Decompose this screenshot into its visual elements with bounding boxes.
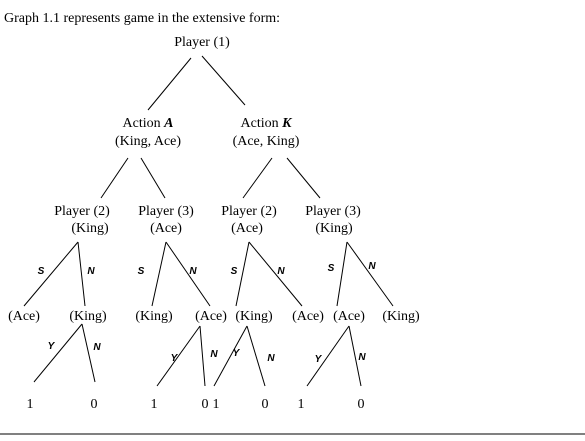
branch-label-n-1: N xyxy=(87,266,95,277)
branch-label-s-1: S xyxy=(38,266,45,277)
edge-action-k-to-player-3 xyxy=(286,157,321,199)
edge-king3-y xyxy=(213,325,248,387)
terminal-node-king-4: (King) xyxy=(382,309,420,324)
edge-root-to-action-a xyxy=(147,57,192,111)
player-3-card-k: (King) xyxy=(315,221,353,236)
action-a-label: Action A xyxy=(123,116,174,131)
payoff-2: 0 xyxy=(91,397,98,412)
payoff-6: 0 xyxy=(262,397,269,412)
player-2-node-a: Player (2) xyxy=(54,204,110,219)
branch-label-n-8: N xyxy=(358,352,366,363)
branch-label-n-5: N xyxy=(93,342,101,353)
decision-node-king-3: (King) xyxy=(235,309,273,324)
edge-ace4-n xyxy=(348,325,362,387)
action-a-letter: A xyxy=(163,116,173,131)
player-2-node-k: Player (2) xyxy=(221,204,277,219)
payoff-5: 1 xyxy=(213,397,220,412)
decision-node-ace-4: (Ace) xyxy=(333,309,365,324)
action-k-label: Action K xyxy=(241,116,294,131)
edge-action-a-to-player-3 xyxy=(140,157,166,199)
edge-king3-n xyxy=(246,325,266,387)
action-a-cards: (King, Ace) xyxy=(115,134,181,149)
decision-node-ace-2: (Ace) xyxy=(195,309,227,324)
player-2-card-a: (King) xyxy=(71,221,109,236)
payoff-8: 0 xyxy=(358,397,365,412)
decision-node-king-1: (King) xyxy=(69,309,107,324)
action-k-word: Action xyxy=(241,116,283,131)
edge-king1-n xyxy=(81,323,96,383)
branch-label-n-6: N xyxy=(210,349,218,360)
player-2-card-k: (Ace) xyxy=(231,221,263,236)
edge-p2a-n xyxy=(77,241,86,307)
branch-label-y-1: Y xyxy=(48,341,56,352)
edge-p3k-n xyxy=(346,241,394,307)
branch-label-s-3: S xyxy=(231,266,238,277)
edge-ace2-y xyxy=(156,325,201,387)
edge-p3a-s xyxy=(151,241,167,307)
edge-ace4-y xyxy=(306,325,350,387)
root-node-player-1: Player (1) xyxy=(174,35,230,50)
payoff-4: 0 xyxy=(202,397,209,412)
edge-action-a-to-player-2 xyxy=(100,157,129,199)
branch-label-y-2: Y xyxy=(171,353,179,364)
terminal-node-ace-1: (Ace) xyxy=(8,309,40,324)
branch-label-s-2: S xyxy=(138,266,145,277)
branch-label-y-4: Y xyxy=(315,354,323,365)
edge-p2k-s xyxy=(235,241,250,307)
branch-label-n-2: N xyxy=(189,266,197,277)
edge-ace2-n xyxy=(199,325,206,387)
edge-p3k-s xyxy=(336,241,348,307)
player-3-node-a: Player (3) xyxy=(138,204,194,219)
player-3-node-k: Player (3) xyxy=(305,204,361,219)
branch-label-n-4: N xyxy=(368,261,376,272)
edge-p3a-n xyxy=(165,241,211,307)
player-3-card-a: (Ace) xyxy=(150,221,182,236)
branch-label-n-3: N xyxy=(277,266,285,277)
graph-caption: Graph 1.1 represents game in the extensi… xyxy=(4,11,280,26)
edge-action-k-to-player-2 xyxy=(242,157,273,199)
edge-king1-y xyxy=(33,323,83,383)
payoff-1: 1 xyxy=(27,397,34,412)
action-k-cards: (Ace, King) xyxy=(233,134,300,149)
branch-label-y-3: Y xyxy=(233,348,241,359)
terminal-node-ace-3: (Ace) xyxy=(292,309,324,324)
branch-label-s-4: S xyxy=(328,263,335,274)
edge-p2a-s xyxy=(23,241,79,307)
action-a-word: Action xyxy=(123,116,165,131)
action-k-letter: K xyxy=(281,116,293,131)
edge-root-to-action-k xyxy=(201,55,246,106)
payoff-3: 1 xyxy=(151,397,158,412)
edge-p2k-n xyxy=(248,241,303,307)
payoff-7: 1 xyxy=(298,397,305,412)
terminal-node-king-2: (King) xyxy=(135,309,173,324)
branch-label-n-7: N xyxy=(267,353,275,364)
